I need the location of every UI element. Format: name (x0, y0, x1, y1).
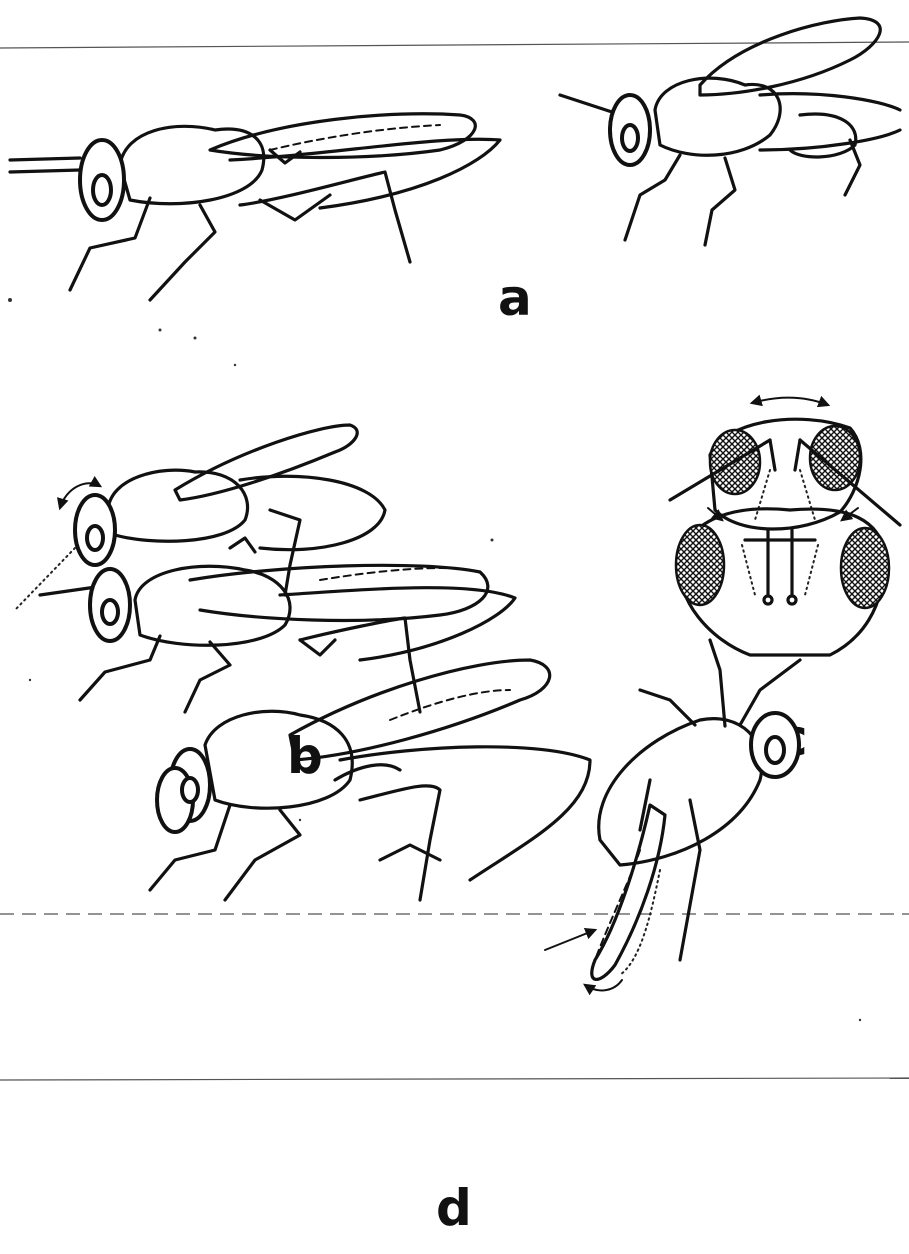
panel-b-upper-insect (15, 425, 385, 610)
panel-d-right-insect (545, 640, 800, 990)
panel-d-left-insect (150, 660, 590, 900)
scan-rule-lower (0, 1078, 909, 1080)
panel-b-label: b (287, 727, 323, 785)
panel-c-head-front-view (670, 398, 900, 655)
scan-specks (8, 298, 861, 1021)
panel-a-right-insect (560, 18, 900, 245)
panel-d-label: d (436, 1179, 472, 1237)
scan-rule-top (0, 42, 909, 48)
panel-b-lower-insect (40, 565, 515, 712)
panel-a-left-insect (10, 114, 500, 300)
panel-a-label: a (498, 269, 532, 327)
